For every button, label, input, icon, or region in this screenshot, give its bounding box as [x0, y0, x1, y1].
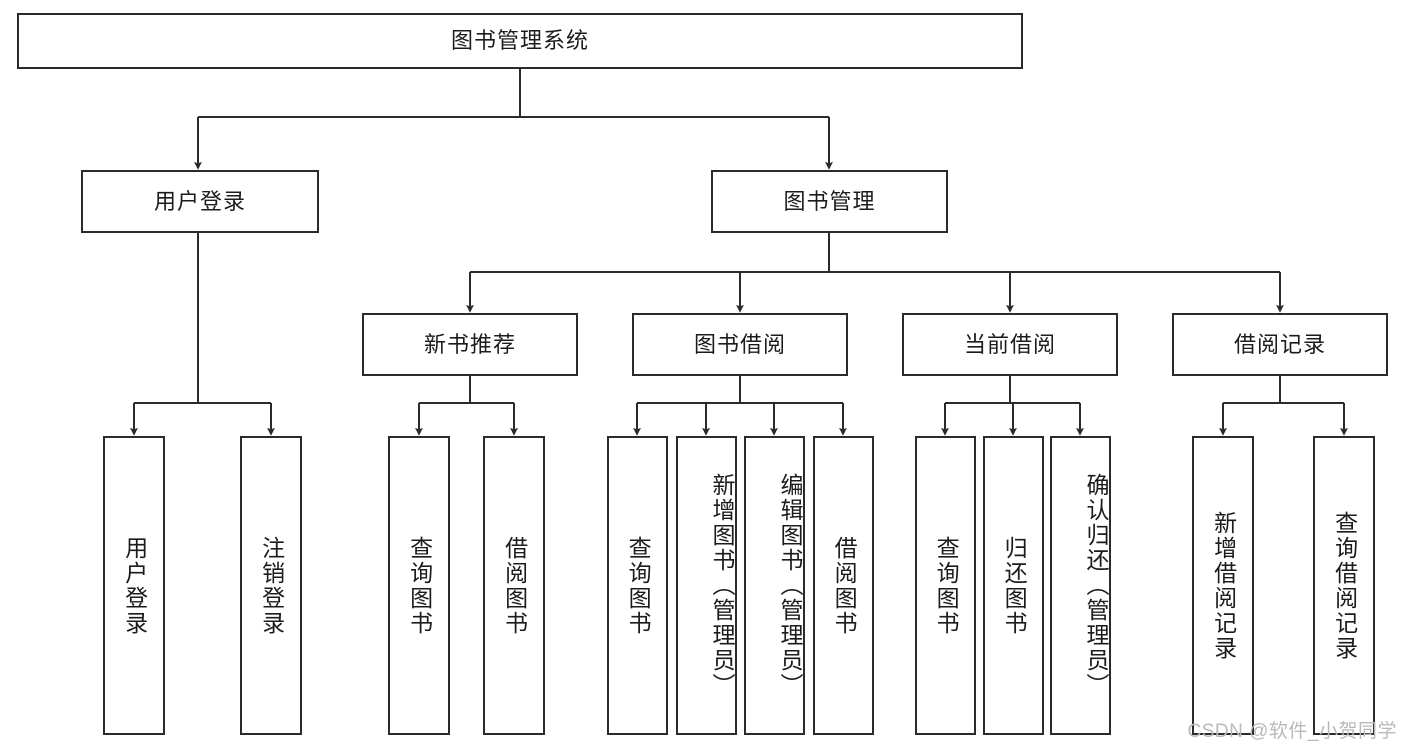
node-leaf-logout-login[interactable]: 注销登录 — [240, 436, 302, 735]
node-leaf-query-book-3-label: 查询图书 — [933, 535, 960, 636]
node-book-borrow[interactable]: 图书借阅 — [632, 313, 848, 376]
node-leaf-return-book-label: 归还图书 — [1001, 535, 1028, 636]
node-user-login[interactable]: 用户登录 — [81, 170, 319, 233]
node-leaf-borrow-book-2[interactable]: 借阅图书 — [813, 436, 874, 735]
node-borrow-record[interactable]: 借阅记录 — [1172, 313, 1388, 376]
node-leaf-query-book-1[interactable]: 查询图书 — [388, 436, 450, 735]
node-leaf-confirm-return-admin[interactable]: 确认归还（管理员） — [1050, 436, 1111, 735]
node-leaf-edit-book-admin[interactable]: 编辑图书（管理员） — [744, 436, 805, 735]
node-leaf-confirm-return-admin-label: 确认归还（管理员） — [1083, 473, 1109, 698]
node-leaf-logout-login-label: 注销登录 — [258, 535, 285, 636]
node-leaf-add-borrow-record[interactable]: 新增借阅记录 — [1192, 436, 1254, 735]
node-current-borrow-label: 当前借阅 — [963, 331, 1056, 357]
node-leaf-user-login-label: 用户登录 — [121, 535, 148, 636]
node-leaf-query-borrow-record-label: 查询借阅记录 — [1331, 510, 1358, 661]
node-root-label: 图书管理系统 — [450, 28, 589, 54]
node-leaf-return-book[interactable]: 归还图书 — [983, 436, 1044, 735]
node-new-book-recommend[interactable]: 新书推荐 — [362, 313, 578, 376]
node-root[interactable]: 图书管理系统 — [17, 13, 1023, 69]
node-leaf-borrow-book-2-label: 借阅图书 — [831, 535, 858, 636]
node-leaf-borrow-book-1-label: 借阅图书 — [501, 535, 528, 636]
node-user-login-label: 用户登录 — [153, 188, 246, 214]
node-leaf-query-book-2-label: 查询图书 — [625, 535, 652, 636]
node-leaf-query-borrow-record[interactable]: 查询借阅记录 — [1313, 436, 1375, 735]
node-book-borrow-label: 图书借阅 — [693, 331, 786, 357]
node-book-management-label: 图书管理 — [783, 188, 876, 214]
node-leaf-add-book-admin[interactable]: 新增图书（管理员） — [676, 436, 737, 735]
node-leaf-borrow-book-1[interactable]: 借阅图书 — [483, 436, 545, 735]
node-leaf-user-login[interactable]: 用户登录 — [103, 436, 165, 735]
node-leaf-add-borrow-record-label: 新增借阅记录 — [1210, 510, 1237, 661]
node-borrow-record-label: 借阅记录 — [1233, 331, 1326, 357]
node-leaf-add-book-admin-label: 新增图书（管理员） — [709, 473, 735, 698]
node-current-borrow[interactable]: 当前借阅 — [902, 313, 1118, 376]
node-leaf-query-book-2[interactable]: 查询图书 — [607, 436, 668, 735]
node-new-book-recommend-label: 新书推荐 — [423, 331, 516, 357]
node-book-management[interactable]: 图书管理 — [711, 170, 948, 233]
node-leaf-query-book-3[interactable]: 查询图书 — [915, 436, 976, 735]
node-leaf-edit-book-admin-label: 编辑图书（管理员） — [777, 473, 803, 698]
csdn-watermark: CSDN @软件_小贺同学 — [1187, 721, 1397, 742]
node-leaf-query-book-1-label: 查询图书 — [406, 535, 433, 636]
